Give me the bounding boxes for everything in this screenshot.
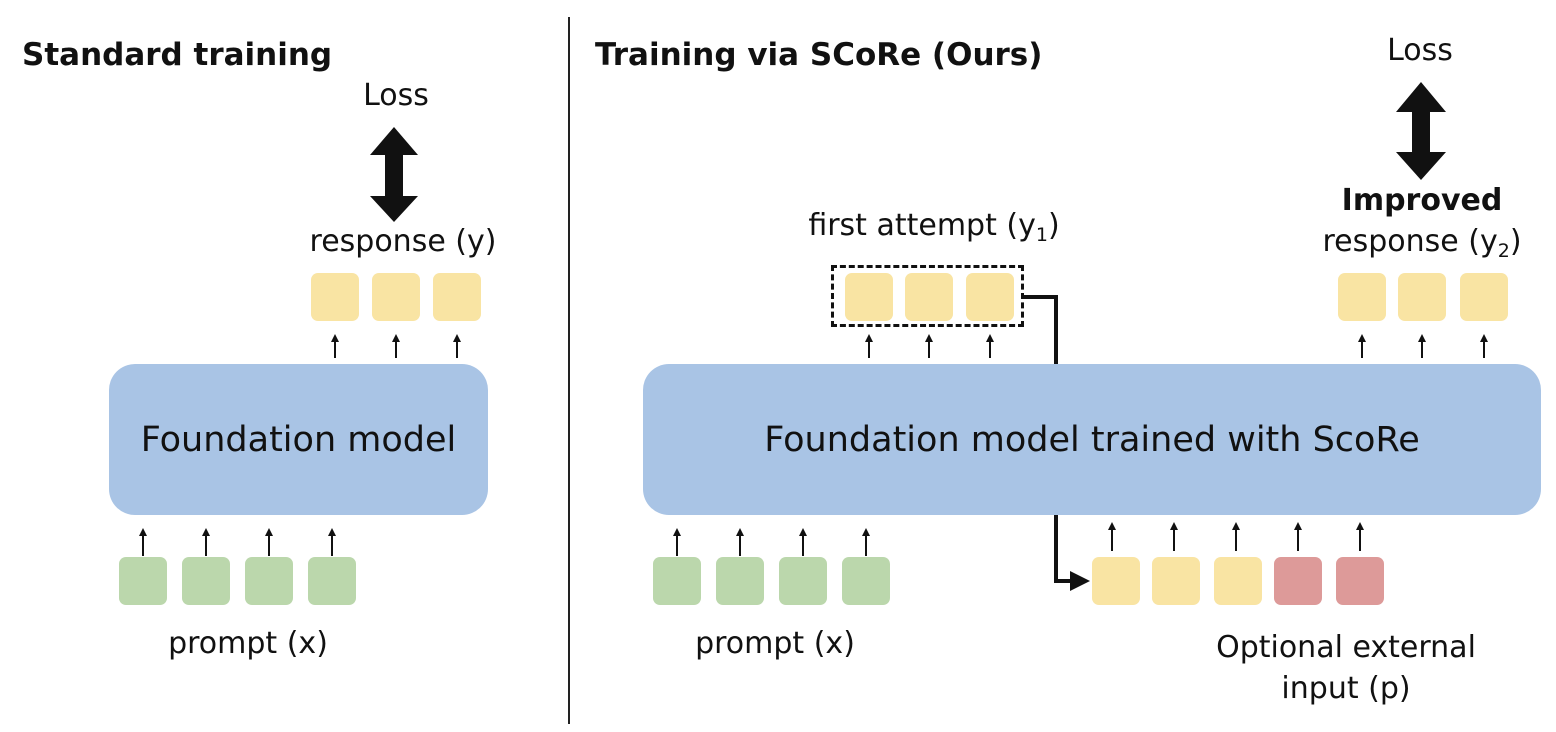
left-prompt-token-1 — [119, 557, 167, 605]
first-attempt-label: first attempt (y1) — [808, 208, 1060, 246]
second-input-token-1 — [1092, 557, 1140, 605]
improved-output-arrows — [1358, 334, 1488, 358]
right-input-arrows — [673, 528, 870, 556]
first-attempt-dashed-box — [831, 265, 1024, 327]
left-prompt-token-3 — [245, 557, 293, 605]
left-prompt-label: prompt (x) — [168, 626, 328, 661]
second-input-token-3 — [1214, 557, 1262, 605]
feedback-elbow-arrow-icon — [1024, 295, 1090, 591]
panel-divider — [568, 17, 570, 724]
first-attempt-arrows — [865, 334, 994, 358]
improved-response-token-1 — [1338, 273, 1386, 321]
left-response-label: response (y) — [309, 224, 497, 259]
first-attempt-token-1 — [845, 273, 893, 321]
left-panel-title: Standard training — [22, 37, 333, 73]
left-prompt-token-4 — [308, 557, 356, 605]
left-prompt-token-2 — [182, 557, 230, 605]
left-response-token-2 — [372, 273, 420, 321]
right-loss-label: Loss — [1387, 33, 1453, 68]
second-input-arrows — [1108, 522, 1364, 551]
left-response-token-3 — [433, 273, 481, 321]
left-input-arrows — [139, 528, 336, 556]
improved-response-label: response (y2) — [1322, 224, 1522, 262]
right-prompt-label: prompt (x) — [695, 626, 855, 661]
left-loss-label: Loss — [363, 78, 429, 113]
right-prompt-token-1 — [653, 557, 701, 605]
left-foundation-model: Foundation model — [109, 364, 488, 515]
external-input-token-1 — [1274, 557, 1322, 605]
first-attempt-token-2 — [905, 273, 953, 321]
external-input-label-line1: Optional external — [1216, 630, 1476, 665]
right-prompt-token-4 — [842, 557, 890, 605]
left-response-token-1 — [311, 273, 359, 321]
right-prompt-token-2 — [716, 557, 764, 605]
right-prompt-token-3 — [779, 557, 827, 605]
right-panel-title: Training via SCoRe (Ours) — [595, 37, 1043, 73]
improved-label: Improved — [1341, 183, 1503, 218]
left-output-arrows — [331, 334, 461, 358]
first-attempt-token-3 — [966, 273, 1014, 321]
second-input-token-2 — [1152, 557, 1200, 605]
external-input-label-line2: input (p) — [1281, 671, 1411, 706]
left-loss-double-arrow-icon — [370, 127, 418, 222]
right-loss-double-arrow-icon — [1396, 82, 1446, 180]
right-foundation-model: Foundation model trained with ScoRe — [643, 364, 1541, 515]
improved-response-token-3 — [1460, 273, 1508, 321]
external-input-token-2 — [1336, 557, 1384, 605]
improved-response-token-2 — [1398, 273, 1446, 321]
